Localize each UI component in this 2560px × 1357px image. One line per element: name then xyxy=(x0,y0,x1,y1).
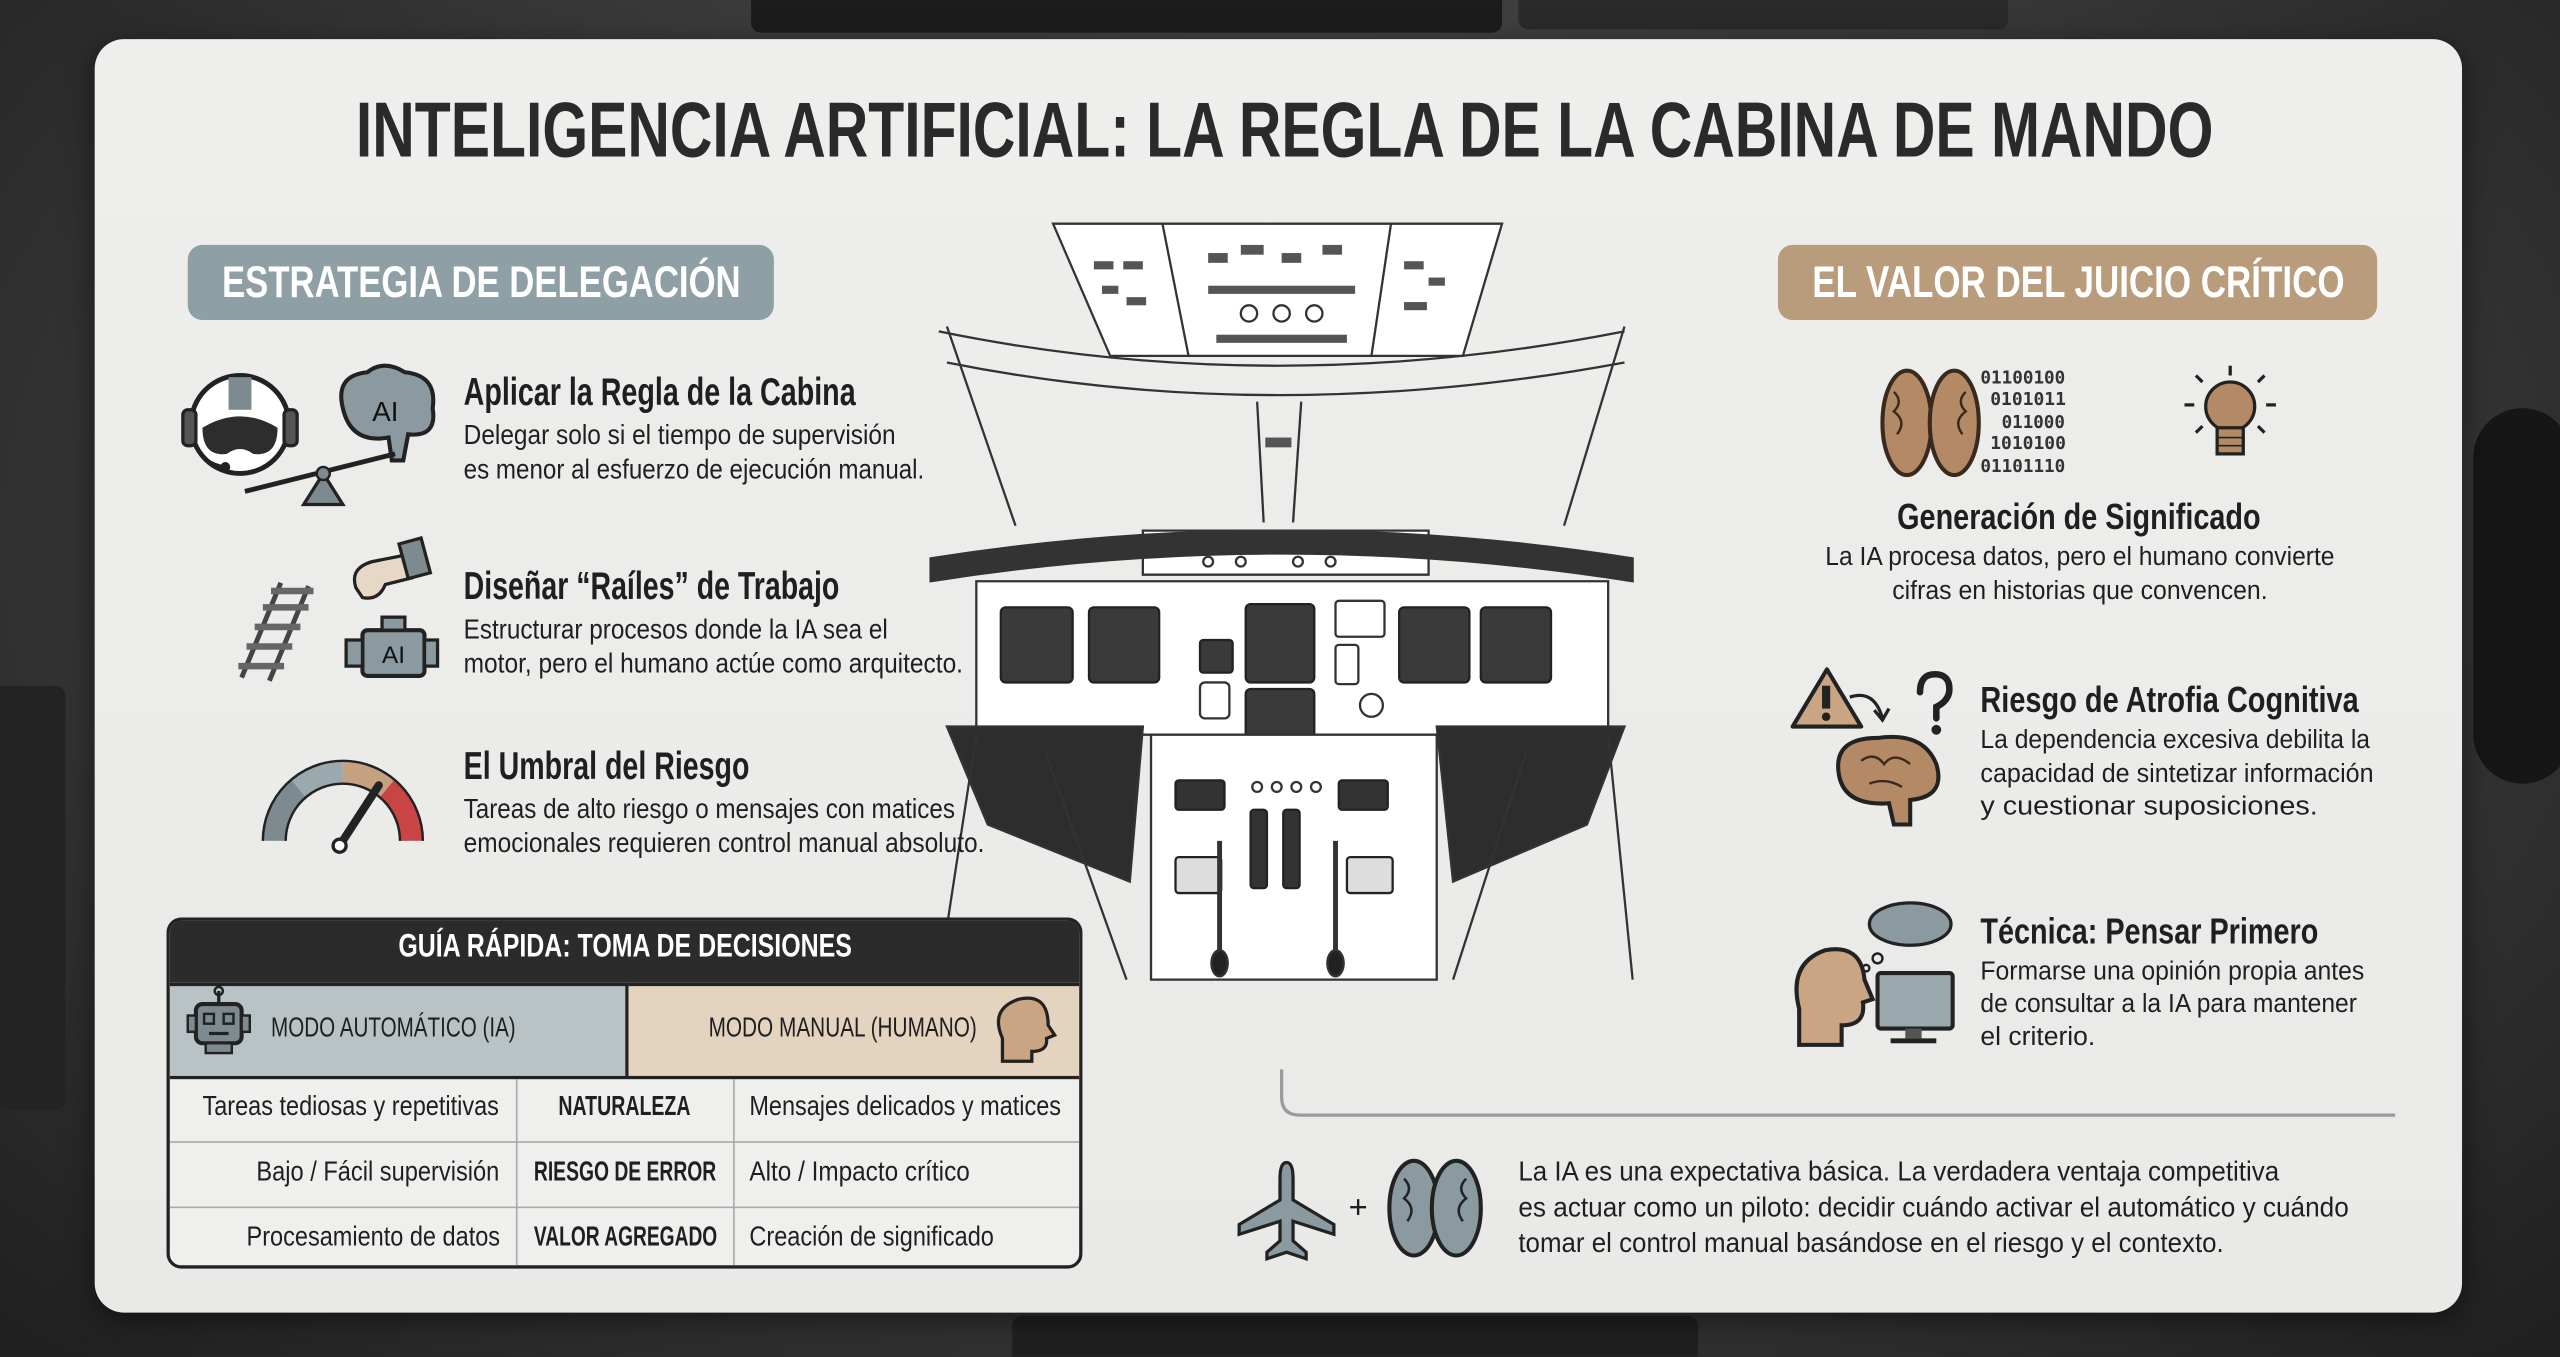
binary-text: 1010100 xyxy=(1990,432,2066,454)
footer-text-line: La IA es una expectativa básica. La verd… xyxy=(1518,1155,2280,1187)
right-section-heading: EL VALOR DEL JUICIO CRÍTICO xyxy=(1812,257,2345,307)
decision-guide-table xyxy=(166,917,1083,1269)
page-title: INTELIGENCIA ARTIFICIAL: LA REGLA DE LA … xyxy=(355,88,2214,175)
human-head-icon xyxy=(996,996,1058,1063)
binary-text: 01100100 xyxy=(1980,367,2066,389)
binary-text: 0101011 xyxy=(1990,388,2066,410)
left-item-desc: motor, pero el humano actúe como arquite… xyxy=(463,648,963,680)
right-item-title: Generación de Significado xyxy=(1897,496,2261,538)
right-item-desc: de consultar a la IA para mantener xyxy=(1980,991,2357,1019)
table-cell-auto: Procesamiento de datos xyxy=(246,1221,501,1253)
left-item-desc: Delegar solo si el tiempo de supervisión xyxy=(463,419,896,451)
right-item-title: Riesgo de Atrofia Cognitiva xyxy=(1980,679,2359,720)
right-item-desc: La dependencia excesiva debilita la xyxy=(1980,726,2371,755)
table-cell-criterion: VALOR AGREGADO xyxy=(533,1221,718,1253)
background-gauge xyxy=(2473,408,2560,784)
right-item-desc: Formarse una opinión propia antes xyxy=(1980,958,2365,987)
right-item-desc: cifras en historias que convencen. xyxy=(1892,577,2268,606)
left-item-title: Diseñar “Raíles” de Trabajo xyxy=(463,564,840,609)
left-item-desc: Estructurar procesos donde la IA sea el xyxy=(463,613,888,645)
right-item-desc: y cuestionar suposiciones. xyxy=(1980,793,2318,822)
binary-text: 011000 xyxy=(2001,411,2065,433)
plus-sign: + xyxy=(1348,1190,1368,1227)
background-instrument-strip xyxy=(1518,0,2009,30)
background-pedestal xyxy=(1012,1315,1698,1357)
footer-text-line: es actuar como un piloto: decidir cuándo… xyxy=(1518,1191,2349,1223)
table-cell-auto: Tareas tediosas y repetitivas xyxy=(202,1090,499,1122)
table-cell-manual: Mensajes delicados y matices xyxy=(749,1090,1061,1122)
left-item-desc: emocionales requieren control manual abs… xyxy=(463,827,985,859)
robot-icon xyxy=(186,985,252,1055)
footer-text-line: tomar el control manual basándose en el … xyxy=(1518,1227,2224,1259)
right-item-title: Técnica: Pensar Primero xyxy=(1980,911,2319,952)
right-item-desc: capacidad de sintetizar información xyxy=(1980,760,2374,789)
right-section-pill xyxy=(1777,244,2378,320)
right-item-desc: el criterio. xyxy=(1980,1023,2096,1052)
background-seat xyxy=(0,685,66,1111)
left-item-desc: Tareas de alto riesgo o mensajes con mat… xyxy=(463,793,955,825)
table-cell-manual: Creación de significado xyxy=(749,1221,994,1253)
binary-text: 01101110 xyxy=(1980,455,2066,477)
table-cell-auto: Bajo / Fácil supervisión xyxy=(256,1155,500,1187)
left-item-title: El Umbral del Riesgo xyxy=(463,744,750,789)
table-cell-manual: Alto / Impacto crítico xyxy=(749,1155,970,1187)
background-instrument-strip xyxy=(751,0,1503,33)
left-section-heading: ESTRATEGIA DE DELEGACIÓN xyxy=(222,257,741,307)
left-section-pill xyxy=(187,244,774,320)
left-item-title: Aplicar la Regla de la Cabina xyxy=(463,370,856,415)
table-cell-criterion: RIESGO DE ERROR xyxy=(533,1155,717,1187)
left-item-desc: es menor al esfuerzo de ejecución manual… xyxy=(463,453,925,485)
auto-mode-label: MODO AUTOMÁTICO (IA) xyxy=(271,1012,516,1044)
manual-mode-label: MODO MANUAL (HUMANO) xyxy=(708,1012,977,1044)
table-header-bar xyxy=(169,920,1080,983)
table-title: GUÍA RÁPIDA: TOMA DE DECISIONES xyxy=(398,928,852,965)
right-item-desc: La IA procesa datos, pero el humano conv… xyxy=(1825,543,2335,572)
table-cell-criterion: NATURALEZA xyxy=(558,1090,691,1122)
